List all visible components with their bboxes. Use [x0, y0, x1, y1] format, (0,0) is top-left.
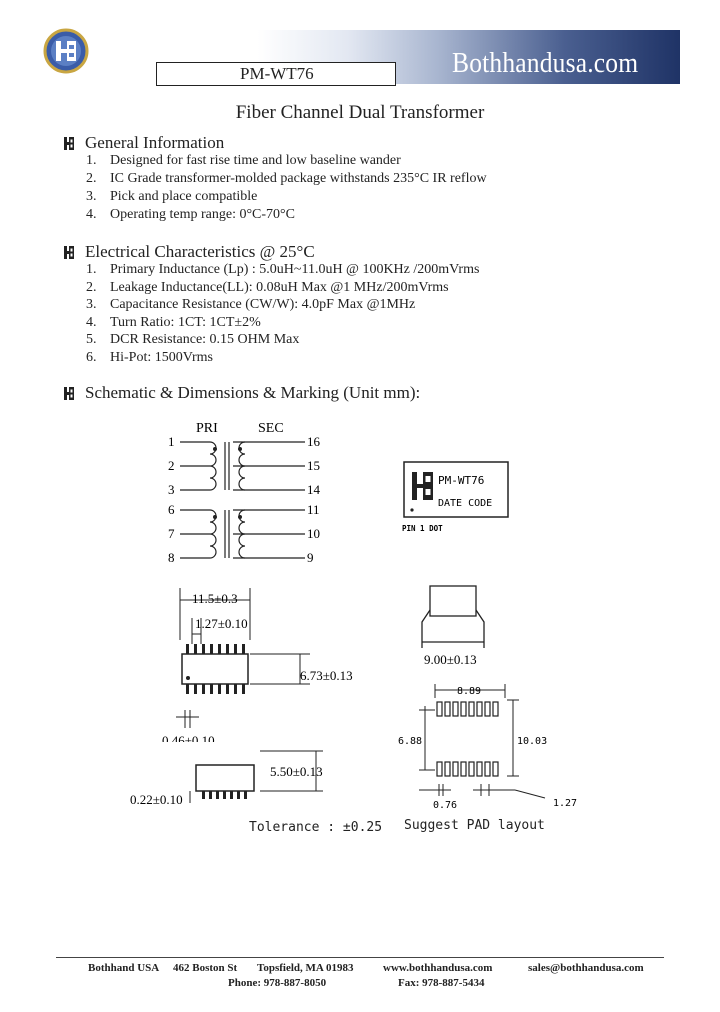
company-logo	[43, 28, 89, 74]
pad-width-label: 0.76	[433, 800, 457, 811]
electrical-heading: Electrical Characteristics @ 25°C	[85, 242, 315, 261]
schematic-heading: Schematic & Dimensions & Marking (Unit m…	[85, 383, 421, 402]
pad-layout-drawing: 8.89 6.88 10.03 0.76 1.27	[398, 684, 577, 811]
pad-row-gap-label: 6.88	[398, 736, 422, 747]
pin-label: 3	[168, 482, 175, 497]
dim-width: 11.5±0.3	[192, 591, 238, 606]
pin-label: 11	[307, 502, 320, 517]
pin-label: 16	[307, 434, 321, 449]
pad-total-label: 10.03	[517, 736, 547, 747]
list-item: 4.Operating temp range: 0°C-70°C	[86, 207, 295, 222]
pin-label: 8	[168, 550, 175, 565]
list-item: 1.Designed for fast rise time and low ba…	[86, 153, 401, 168]
dim-pitch: 1.27±0.10	[195, 616, 248, 631]
electrical-list: 1.Primary Inductance (Lp) : 5.0uH~11.0uH…	[86, 262, 479, 368]
dim-overall-width: 9.00±0.13	[424, 652, 477, 667]
top-view-drawing: 11.5±0.3 1.27±0.10 6.73±0.13 0.46±0.10	[162, 588, 353, 742]
dim-lead-thickness: 0.22±0.10	[130, 792, 183, 805]
pin-label: 2	[168, 458, 175, 473]
footer-city: Topsfield, MA 01983	[257, 962, 354, 974]
list-item: 4.Turn Ratio: 1CT: 1CT±2%	[86, 314, 261, 330]
list-item: 2.Leakage Inductance(LL): 0.08uH Max @1 …	[86, 279, 449, 295]
part-number-box	[156, 62, 396, 86]
list-item: 2.IC Grade transformer-molded package wi…	[86, 171, 487, 186]
footer-website-link[interactable]: www.bothhandusa.com	[383, 962, 493, 974]
pin-label: 9	[307, 550, 314, 565]
section-bullet-icon	[64, 387, 74, 400]
footer-company: Bothhand USA	[88, 962, 160, 974]
section-bullet-icon	[64, 137, 74, 150]
marking-diagram: PM-WT76 DATE CODE PIN 1 DOT	[402, 461, 509, 533]
pin-label: 15	[307, 458, 320, 473]
side-view-drawing: 5.50±0.13 0.22±0.10	[130, 750, 323, 805]
footer-email-link[interactable]: sales@bothhandusa.com	[528, 962, 644, 974]
pad-pitch-label: 1.27	[553, 798, 577, 809]
pin-label: 1	[168, 434, 175, 449]
pin1-dot-label: PIN 1 DOT	[402, 524, 443, 533]
list-item: 3.Pick and place compatible	[86, 189, 258, 204]
tolerance-note: Tolerance : ±0.25	[249, 820, 383, 835]
pad-layout-caption: Suggest PAD layout	[404, 818, 545, 833]
svg-text:SEC: SEC	[258, 421, 284, 436]
general-info-list: 1.Designed for fast rise time and low ba…	[86, 153, 487, 225]
transformer-schematic: PRI SEC 1 2 3 16 15 14 6 7 8 11 10 9	[168, 421, 321, 565]
end-view-drawing: 9.00±0.13	[421, 585, 485, 667]
marking-date-code: DATE CODE	[438, 498, 492, 509]
list-item: 5.DCR Resistance: 0.15 OHM Max	[86, 332, 300, 348]
marking-part: PM-WT76	[438, 474, 484, 487]
dim-body-height: 6.73±0.13	[300, 668, 353, 683]
list-item: 1.Primary Inductance (Lp) : 5.0uH~11.0uH…	[86, 262, 480, 277]
page-title: Fiber Channel Dual Transformer	[235, 102, 485, 123]
footer-phone: Phone: 978-887-8050	[228, 977, 327, 989]
list-item: 3.Capacitance Resistance (CW/W): 4.0pF M…	[86, 297, 416, 313]
footer-address: 462 Boston St	[173, 962, 238, 974]
general-info-heading: General Information	[85, 133, 225, 152]
svg-text:PRI: PRI	[196, 421, 218, 436]
brand-name: Bothhandusa.com	[452, 47, 639, 79]
dim-height: 5.50±0.13	[270, 764, 323, 779]
list-item: 6.Hi-Pot: 1500Vrms	[86, 349, 213, 365]
pin-label: 7	[168, 526, 175, 541]
section-bullet-icon	[64, 246, 74, 259]
pin-label: 14	[307, 482, 321, 497]
footer-divider	[56, 957, 664, 958]
pad-span-label: 8.89	[457, 686, 481, 697]
pin-label: 6	[168, 502, 175, 517]
pin-label: 10	[307, 526, 320, 541]
footer-fax: Fax: 978-887-5434	[398, 977, 485, 989]
dim-lead-width: 0.46±0.10	[162, 733, 215, 742]
part-number: PM-WT76	[240, 64, 314, 83]
